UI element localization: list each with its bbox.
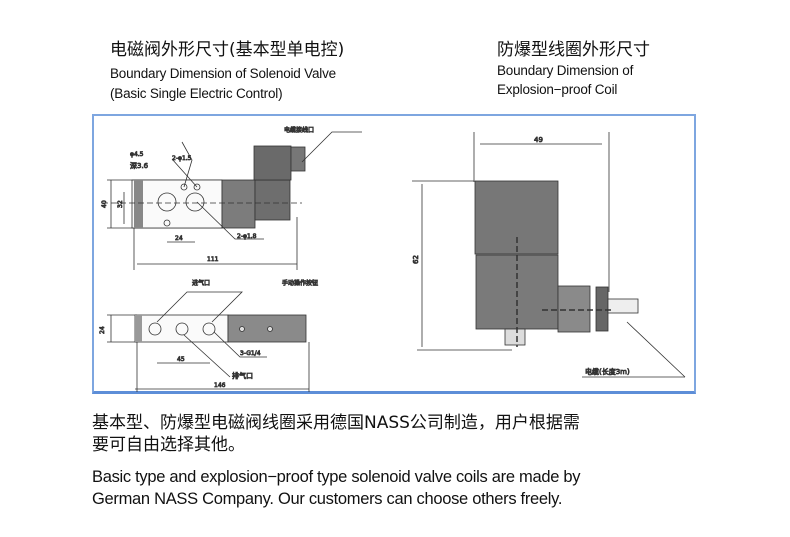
label-cable: 电缆(长度3m) bbox=[585, 367, 630, 376]
label-manual-button: 手动操作按钮 bbox=[282, 279, 318, 287]
footer-zh-line2: 要可自由选择其他。 bbox=[92, 435, 245, 455]
dim-front-length: 146 bbox=[214, 382, 226, 389]
dim-top-pitch: 24 bbox=[175, 235, 183, 242]
coil-view bbox=[412, 132, 686, 378]
dim-coil-width: 49 bbox=[534, 136, 543, 144]
dim-top-inner: 32 bbox=[117, 200, 124, 208]
dim-top-height: 40 bbox=[101, 200, 108, 208]
right-title-en-line2: Explosion−proof Coil bbox=[497, 82, 618, 97]
right-title-en-line1: Boundary Dimension of bbox=[497, 63, 634, 78]
label-hole-a: φ4.5 bbox=[130, 151, 144, 158]
dim-coil-height: 62 bbox=[412, 255, 420, 264]
footer-zh-line1: 基本型、防爆型电磁阀线圈采用德国NASS公司制造，用户根据需 bbox=[92, 413, 580, 433]
label-exhaust: 排气口 bbox=[232, 371, 253, 380]
valve-top-view bbox=[102, 131, 362, 270]
left-title-en-line2: (Basic Single Electric Control) bbox=[110, 86, 283, 101]
label-inlet: 进气口 bbox=[192, 279, 210, 287]
label-hole-b: 2-φ1.5 bbox=[172, 155, 192, 162]
dimension-drawing: 电缆接线口 φ4.5 深3.6 2-φ1.5 2-φ1.8 40 32 24 1… bbox=[92, 114, 696, 394]
dim-front-height: 24 bbox=[99, 326, 106, 334]
label-hole-a-depth: 深3.6 bbox=[130, 161, 149, 170]
footer-en-line2: German NASS Company. Our customers can c… bbox=[92, 490, 563, 508]
label-cable-port: 电缆接线口 bbox=[284, 126, 314, 134]
left-title-zh: 电磁阀外形尺寸(基本型单电控) bbox=[110, 40, 345, 60]
label-hole-c: 2-φ1.8 bbox=[237, 233, 257, 240]
dim-front-pitch: 45 bbox=[177, 356, 185, 363]
dim-top-length: 111 bbox=[207, 256, 219, 263]
label-ports: 3-G1/4 bbox=[240, 350, 261, 357]
valve-front-view bbox=[107, 291, 310, 392]
left-title-en-line1: Boundary Dimension of Solenoid Valve bbox=[110, 66, 336, 81]
right-title-zh: 防爆型线圈外形尺寸 bbox=[497, 40, 650, 60]
footer-en-line1: Basic type and explosion−proof type sole… bbox=[92, 468, 581, 486]
